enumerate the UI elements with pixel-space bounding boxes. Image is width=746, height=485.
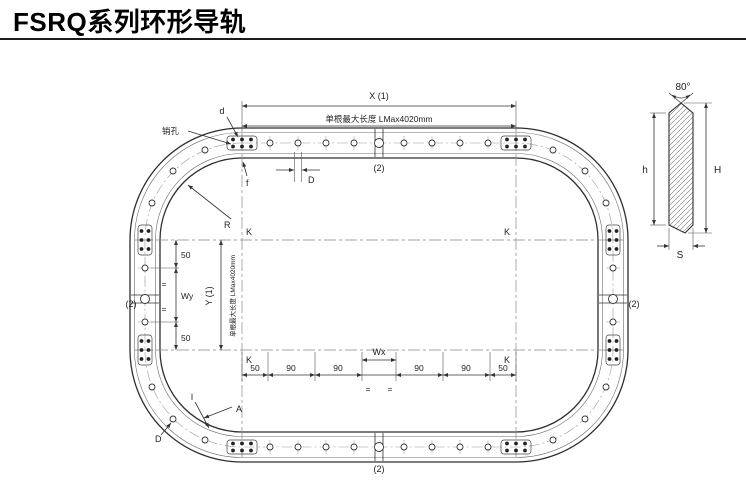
count-label-bottom: (2): [374, 464, 385, 474]
profile-section: 80° h H S: [642, 82, 721, 261]
left-chain-label-wy: Wy: [181, 291, 194, 301]
equal-mark-bottom-1: =: [366, 384, 371, 394]
bottom-chain-label-1: 90: [286, 363, 296, 373]
k-label-br: K: [504, 355, 510, 365]
side-max-length-label: 单根最大长度 LMax4020mm: [228, 255, 237, 337]
dim-label-f: f: [246, 178, 249, 188]
dim-label-D-top: D: [308, 175, 315, 185]
bottom-chain-label-0: 50: [250, 363, 260, 373]
profile-angle-label: 80°: [675, 82, 690, 93]
bottom-chain-label-4: 90: [461, 363, 471, 373]
profile-extension-lines: [650, 102, 712, 250]
bottom-chain-label-5: 50: [498, 363, 508, 373]
rail-cross-section: [668, 102, 694, 234]
count-label-left: (2): [126, 299, 137, 309]
dim-label-d: d: [219, 106, 224, 116]
left-chain-label-0: 50: [181, 250, 191, 260]
page-title: FSRQ系列环形导轨: [13, 7, 247, 37]
dimension-labels: X (1) 单根最大长度 LMax4020mm d 销孔 D f R (2) (…: [126, 91, 640, 474]
dim-label-D-corner: D: [155, 434, 162, 444]
k-label-tr: K: [504, 227, 510, 237]
profile-H-label: H: [714, 165, 721, 176]
profile-dimension-lines: [652, 103, 708, 248]
profile-angle-annotation: [668, 92, 694, 104]
k-label-tl: K: [246, 227, 252, 237]
k-label-bl: K: [246, 355, 252, 365]
count-label-top: (2): [374, 163, 385, 173]
equal-mark-bottom-2: =: [388, 384, 393, 394]
dim-label-A: A: [236, 404, 242, 414]
profile-h-label: h: [642, 165, 648, 176]
dim-label-R: R: [224, 220, 231, 230]
count-label-right: (2): [629, 299, 640, 309]
bottom-chain-label-2: 90: [333, 363, 343, 373]
dim-label-y: Y (1): [204, 286, 214, 305]
mounting-holes: [137, 135, 621, 455]
bottom-chain-label-3: 90: [414, 363, 424, 373]
pin-hole-label: 销孔: [162, 126, 180, 136]
profile-S-label: S: [677, 250, 684, 261]
dim-label-x: X (1): [369, 91, 389, 101]
dimension-lines: [151, 101, 517, 436]
hole-row-centerlines: [135, 133, 623, 457]
title-divider: [0, 38, 746, 40]
dim-label-l: l: [191, 392, 193, 402]
equal-mark-left-1: =: [162, 279, 167, 289]
equal-mark-left-2: =: [162, 304, 167, 314]
top-max-length-label: 单根最大长度 LMax4020mm: [325, 114, 432, 124]
dim-label-wx: Wx: [373, 347, 386, 357]
left-chain-label-2: 50: [181, 333, 191, 343]
